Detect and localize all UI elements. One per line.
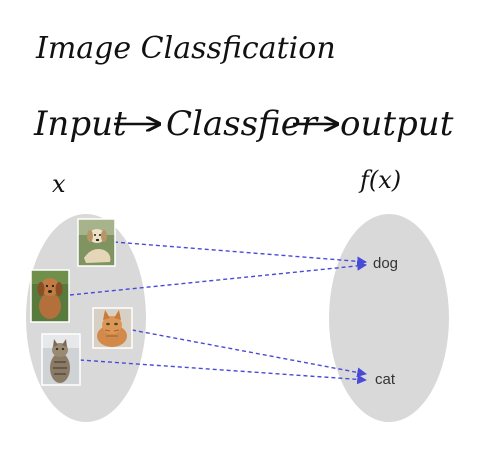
output-set-ellipse [329,214,449,422]
input-label: Input [33,104,127,144]
output-class-cat: cat [375,371,396,388]
diagram-title: Image Classfication [35,31,336,66]
mapping-arrow-dog-2 [69,261,367,296]
mapping-arrow-dog-1 [113,241,367,267]
output-label: output [340,104,454,144]
output-variable: f(x) [358,166,401,194]
dog-photo-2 [30,269,70,323]
output-class-dog: dog [373,255,398,272]
cat-photo-2 [41,333,81,386]
input-variable: x [52,170,66,198]
dog-photo-1 [77,218,116,267]
cat-photo-1 [92,307,133,349]
mapping-arrow-cat-1 [131,329,367,378]
mapping-arrow-cat-2 [79,359,367,385]
